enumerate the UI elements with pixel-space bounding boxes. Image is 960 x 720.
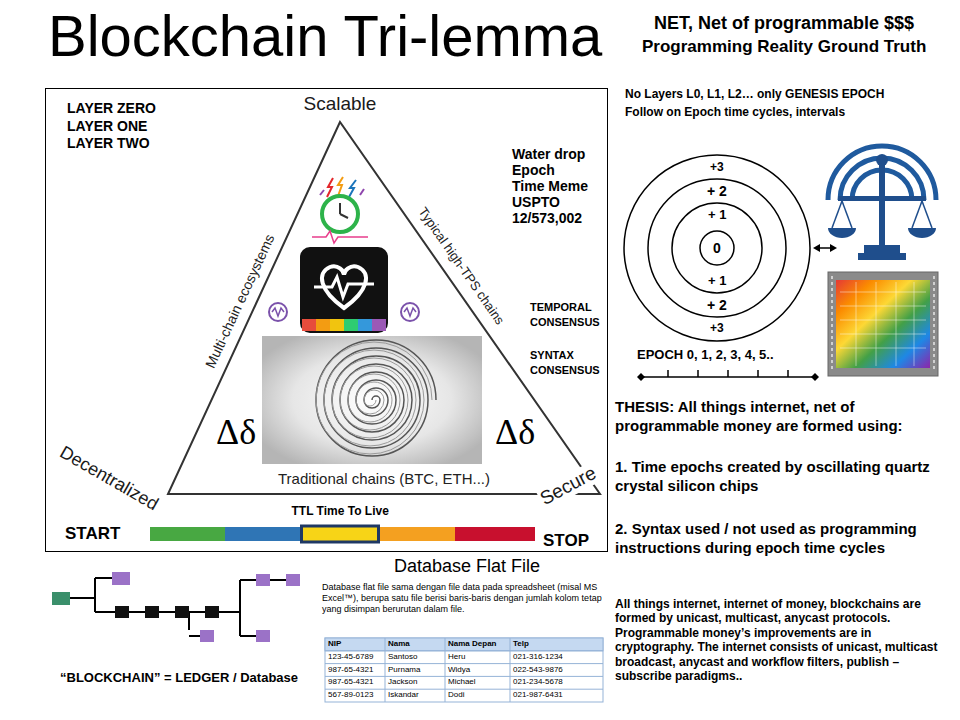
triangle-label: Typical high-TPS chains [414, 205, 506, 328]
ring-number: + 1 [708, 274, 726, 289]
triangle-label: Traditional chains (BTC, ETH...) [278, 470, 490, 487]
ring-number: + 1 [708, 208, 726, 223]
wave-icon [269, 303, 419, 321]
triangle-label: Multi-chain ecosystems [201, 232, 277, 371]
frame-text: LAYER ZERO LAYER ONE LAYER TWO [67, 100, 182, 153]
table-cell: 021-234-5678 [513, 678, 563, 687]
table-cell: 022-543-9876 [513, 666, 563, 675]
table-cell: 021-316-1234 [513, 653, 563, 662]
chip-picture [828, 272, 938, 376]
table-cell: Telp [513, 640, 529, 649]
delta-symbol: Δδ [216, 414, 256, 450]
table-cell: Nama [388, 640, 410, 649]
chain-tree [52, 572, 300, 642]
thesis-point: 2. Syntax used / not used as programming… [615, 520, 951, 558]
epoch-ring: + 1 + 1 0 [671, 202, 763, 294]
color-bar [150, 527, 535, 541]
patent-note: Water drop Epoch Time Meme USPTO 12/573,… [512, 146, 590, 226]
ring-number: + 2 [707, 183, 727, 199]
table-cell: Heru [448, 653, 465, 662]
epoch-ring: + 2 + 2 + 1 + 1 0 [647, 178, 787, 318]
thesis-text: THESIS: All things internet, net of prog… [615, 398, 951, 436]
scales-icon [828, 146, 936, 260]
header-note: NET, Net of programmable $$$ [654, 13, 914, 34]
timeline-label: EPOCH 0, 1, 2, 3, 4, 5.. [637, 348, 774, 363]
bar-end-label: START [65, 525, 120, 542]
table-cell: Jackson [388, 678, 417, 687]
table-cell: Widya [448, 666, 470, 675]
bar-label: TTL Time To Live [292, 505, 389, 519]
table-cell: Iskandar [388, 691, 419, 700]
table-cell: 567-89-0123 [328, 691, 373, 700]
table-cell: Purnama [388, 666, 420, 675]
bar-end-label: STOP [543, 532, 589, 549]
triangle-label: Scalable [304, 93, 377, 115]
epoch-ring: +3 +3 + 2 + 2 + 1 + 1 0 [623, 154, 811, 342]
ttl-bar: TTL Time To Live [150, 527, 535, 541]
epoch-timeline [637, 370, 819, 381]
table-grid [325, 638, 603, 702]
table-cell: 123-45-6789 [328, 653, 373, 662]
ring-number: +3 [710, 161, 724, 175]
ring-number: +3 [710, 322, 724, 336]
triangle-label: Decentralized [55, 441, 162, 515]
consensus-label: SYNTAX CONSENSUS [530, 348, 606, 379]
table-cell: Nama Depan [448, 640, 496, 649]
ring-number: 0 [713, 240, 721, 256]
table-cell: Dodi [448, 691, 464, 700]
table-cell: 987-65-4321 [328, 678, 373, 687]
thesis-paragraph: All things internet, internet of money, … [615, 597, 951, 683]
consensus-label: TEMPORAL CONSENSUS [530, 300, 606, 331]
epoch-note: Follow on Epoch time cycles, intervals [625, 106, 845, 120]
delta-symbol: Δδ [495, 414, 535, 450]
epoch-core: 0 [699, 230, 735, 266]
table-cell: Michael [448, 678, 476, 687]
table-cell: 021-987-6431 [513, 691, 563, 700]
table-cell: NIP [328, 640, 341, 649]
epoch-note: No Layers L0, L1, L2… only GENESIS EPOCH [625, 88, 884, 102]
spiral-picture [262, 336, 482, 464]
ring-number: + 2 [707, 297, 727, 313]
description-text: Database flat file sama dengan file data… [322, 582, 614, 614]
triangle-label: Secure [536, 462, 601, 510]
header-note: Programming Reality Ground Truth [642, 37, 926, 57]
title: Blockchain Tri-lemma [48, 3, 602, 70]
caption-note: “BLOCKCHAIN” = LEDGER / Database [60, 671, 298, 686]
thesis-point: 1. Time epochs created by oscillating qu… [615, 458, 951, 496]
heart-rate-icon [300, 247, 388, 333]
clock-icon [312, 177, 368, 243]
table-cell: Santoso [388, 653, 417, 662]
table-cell: 987-65-4321 [328, 666, 373, 675]
double-arrow [813, 244, 837, 252]
section-heading: Database Flat File [394, 556, 540, 577]
